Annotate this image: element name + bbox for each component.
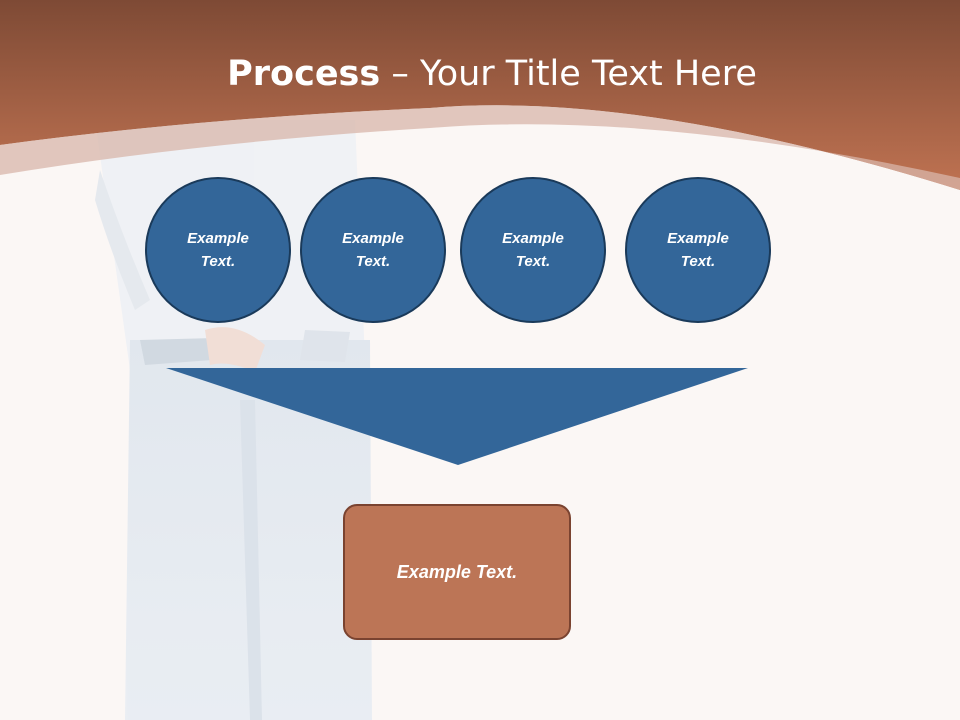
result-box: Example Text. bbox=[343, 504, 571, 640]
result-box-label: Example Text. bbox=[396, 561, 518, 582]
title-rest-text: – Your Title Text Here bbox=[380, 54, 757, 94]
background-photo bbox=[95, 120, 372, 720]
slide-title: Process – Your Title Text Here bbox=[0, 52, 960, 96]
title-bold-text: Process bbox=[227, 54, 381, 94]
